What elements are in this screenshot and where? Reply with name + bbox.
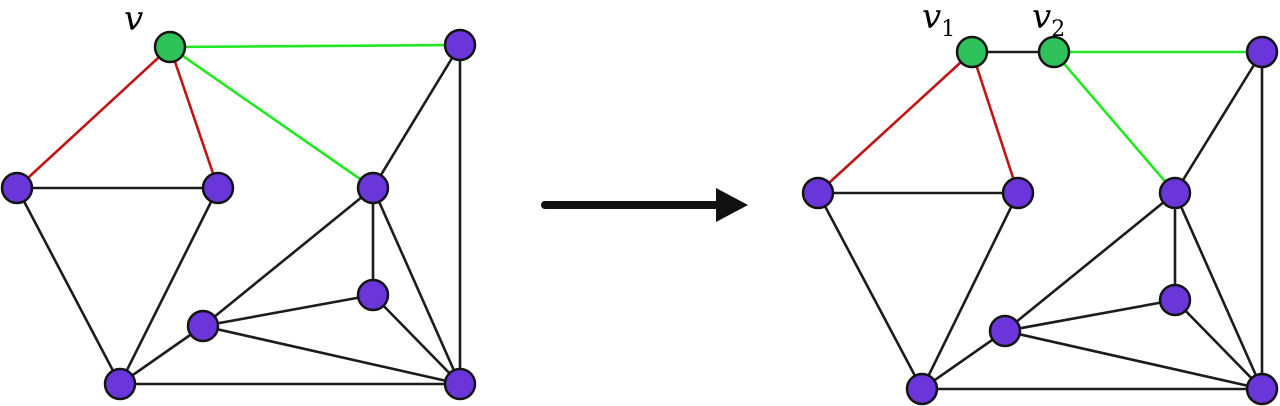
after-vertex-h — [1245, 372, 1279, 406]
before-vertex-e — [356, 278, 390, 312]
graph-before: v — [0, 0, 477, 401]
after-vertex-f — [988, 314, 1022, 348]
after-edge-b-g — [816, 191, 924, 391]
before-vertex-h — [443, 367, 477, 401]
after-vertex-v2 — [1037, 35, 1071, 69]
after-edge-f-g — [920, 329, 1007, 391]
after-vertex-d — [1158, 176, 1192, 210]
before-vertex-b — [0, 171, 34, 205]
before-edge-v-d-green — [168, 45, 375, 190]
before-edge-c-g — [118, 186, 220, 386]
after-edge-e-f — [1003, 298, 1177, 333]
before-edge-e-h — [371, 293, 462, 386]
before-edge-d-h — [371, 186, 462, 386]
after-edge-v2-d-green — [1052, 50, 1177, 195]
before-edge-f-h — [201, 324, 462, 386]
label-v: v — [124, 0, 143, 39]
arrow-head — [716, 188, 748, 222]
label-v2: v2 — [1032, 0, 1065, 42]
after-vertex-v1 — [955, 35, 989, 69]
label-v1: v1 — [922, 0, 955, 42]
after-vertices — [801, 35, 1279, 406]
after-edge-v1-c-red — [970, 50, 1020, 195]
before-edge-v-c-red — [168, 45, 220, 190]
after-vertex-e — [1158, 283, 1192, 317]
before-edge-v-a-green — [168, 43, 462, 49]
before-vertices — [0, 28, 477, 401]
after-vertex-c — [1001, 176, 1035, 210]
after-vertex-b — [801, 176, 835, 210]
after-vertex-a — [1245, 35, 1279, 69]
before-edge-v-b-red — [15, 45, 172, 190]
before-vertex-f — [186, 309, 220, 343]
after-edge-a-d — [1173, 50, 1264, 195]
before-edge-a-d — [371, 43, 462, 190]
after-edge-e-h — [1173, 298, 1264, 391]
before-vertex-c — [201, 171, 235, 205]
before-vertex-a — [443, 28, 477, 62]
after-edges — [816, 50, 1264, 391]
before-vertex-d — [356, 171, 390, 205]
before-edge-e-f — [201, 293, 375, 328]
after-vertex-g — [905, 372, 939, 406]
after-edge-c-g — [920, 191, 1020, 391]
before-edge-d-f — [201, 186, 375, 328]
graph-after: v1 v2 — [801, 0, 1279, 406]
before-vertex-g — [103, 367, 137, 401]
transform-arrow — [541, 188, 748, 222]
after-edge-f-h — [1003, 329, 1264, 391]
after-edge-d-h — [1173, 191, 1264, 391]
after-edge-d-f — [1003, 191, 1177, 333]
after-edge-v1-b-red — [816, 50, 974, 195]
before-edge-f-g — [118, 324, 205, 386]
before-edges — [15, 43, 462, 386]
before-edge-b-g — [15, 186, 122, 386]
before-vertex-v — [153, 30, 187, 64]
